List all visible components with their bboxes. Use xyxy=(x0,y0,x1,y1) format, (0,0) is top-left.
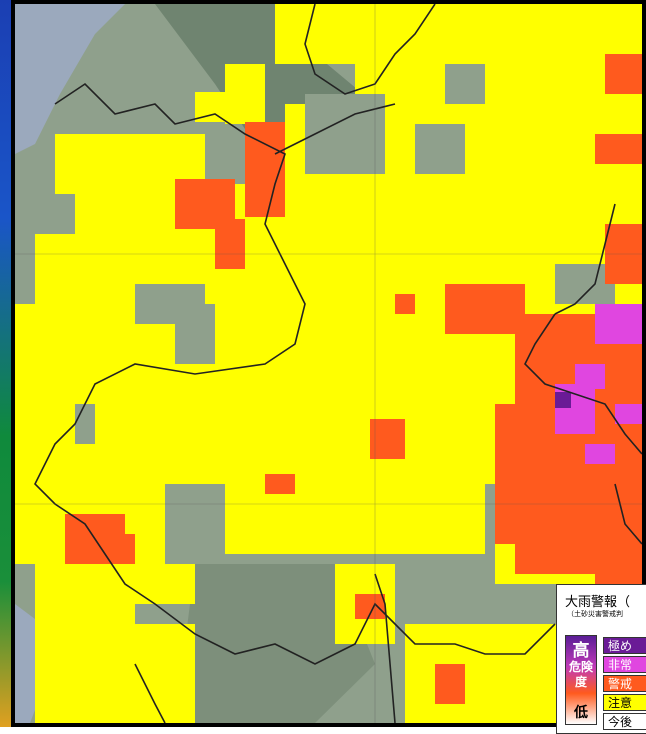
legend-category-extreme: 極め xyxy=(603,637,646,654)
legend-category-caution: 注意 xyxy=(603,694,646,711)
legend-category-very-high: 非常 xyxy=(603,656,646,673)
legend-category-label: 注意 xyxy=(608,696,633,710)
risk-legend: 大雨警報（ （土砂災害警戒判 高 危険度 低 極め 非常 警戒 注意 今後 xyxy=(556,584,646,734)
left-edge-strip xyxy=(0,0,11,727)
legend-category-forecast: 今後 xyxy=(603,713,646,730)
extreme-area xyxy=(555,392,571,408)
risk-map-canvas[interactable] xyxy=(15,4,642,723)
legend-title: 大雨警報（ xyxy=(565,595,631,610)
legend-category-label: 今後 xyxy=(608,715,633,729)
legend-category-label: 極め xyxy=(608,639,633,653)
level-mid-label: 危険度 xyxy=(568,660,593,689)
level-low-label: 低 xyxy=(574,705,588,721)
legend-category-label: 非常 xyxy=(608,658,633,672)
no-warning-holes xyxy=(15,64,485,604)
legend-category-warning: 警戒 xyxy=(603,675,646,692)
legend-category-label: 警戒 xyxy=(608,677,633,691)
risk-level-bar: 高 危険度 低 xyxy=(565,635,597,725)
legend-subtitle: （土砂災害警戒判 xyxy=(567,610,623,618)
grid-lines xyxy=(15,4,642,723)
level-high-label: 高 xyxy=(572,641,590,661)
risk-map[interactable] xyxy=(11,0,646,727)
sea-area-northwest xyxy=(15,4,125,154)
